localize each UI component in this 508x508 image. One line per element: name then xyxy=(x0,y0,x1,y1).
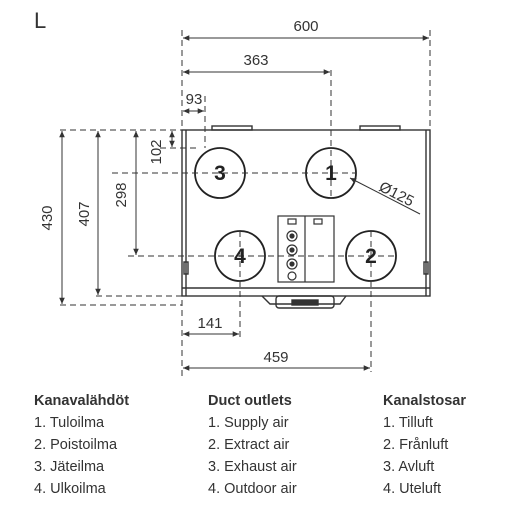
legend-heading: Duct outlets xyxy=(208,393,292,409)
control-panel xyxy=(277,215,335,283)
dim-duct1-offset: 363 xyxy=(243,52,268,69)
legend-item: 4. Uteluft xyxy=(383,481,442,497)
legend-finnish: Kanavalähdöt 1. Tuloilma 2. Poistoilma 3… xyxy=(34,390,129,500)
dim-duct2-offset: 459 xyxy=(263,349,288,366)
legend-item: 3. Exhaust air xyxy=(208,459,297,475)
legend-item: 1. Tuloilma xyxy=(34,415,105,431)
legend-item: 1. Supply air xyxy=(208,415,289,431)
legend-swedish: Kanalstosar 1. Tilluft 2. Frånluft 3. Av… xyxy=(383,390,466,500)
legend-item: 3. Avluft xyxy=(383,459,435,475)
duct-2-number: 2 xyxy=(365,245,377,268)
dim-total-width: 600 xyxy=(293,18,318,35)
dim-duct3-offset: 93 xyxy=(186,91,203,108)
legend-item: 4. Ulkoilma xyxy=(34,481,106,497)
center-lines xyxy=(60,30,431,378)
drain-outlet xyxy=(261,295,347,309)
variant-label: L xyxy=(34,8,47,33)
dim-top-offset: 102 xyxy=(148,139,165,164)
dim-duct4-offset: 141 xyxy=(197,315,222,332)
duct-3-number: 3 xyxy=(214,162,226,185)
dim-mid-height: 298 xyxy=(113,182,130,207)
dim-diameter: Ø125 xyxy=(376,178,416,210)
legend-heading: Kanalstosar xyxy=(383,393,467,409)
dim-total-height: 430 xyxy=(39,205,56,230)
legend-item: 3. Jäteilma xyxy=(34,459,105,475)
dim-inner-height: 407 xyxy=(76,201,93,226)
duct-1-number: 1 xyxy=(325,162,337,185)
legend-item: 2. Frånluft xyxy=(383,437,449,453)
duct-4-number: 4 xyxy=(234,245,246,268)
legend-item: 2. Extract air xyxy=(208,437,290,453)
dimension-lines xyxy=(59,35,429,371)
legend-item: 4. Outdoor air xyxy=(208,481,297,497)
legend-heading: Kanavalähdöt xyxy=(34,393,130,409)
legend-english: Duct outlets 1. Supply air 2. Extract ai… xyxy=(208,390,297,500)
legend-item: 1. Tilluft xyxy=(383,415,433,431)
legend-item: 2. Poistoilma xyxy=(34,437,118,453)
duct-diagram: 600 363 93 102 298 407 430 141 459 Ø125 … xyxy=(39,18,431,378)
